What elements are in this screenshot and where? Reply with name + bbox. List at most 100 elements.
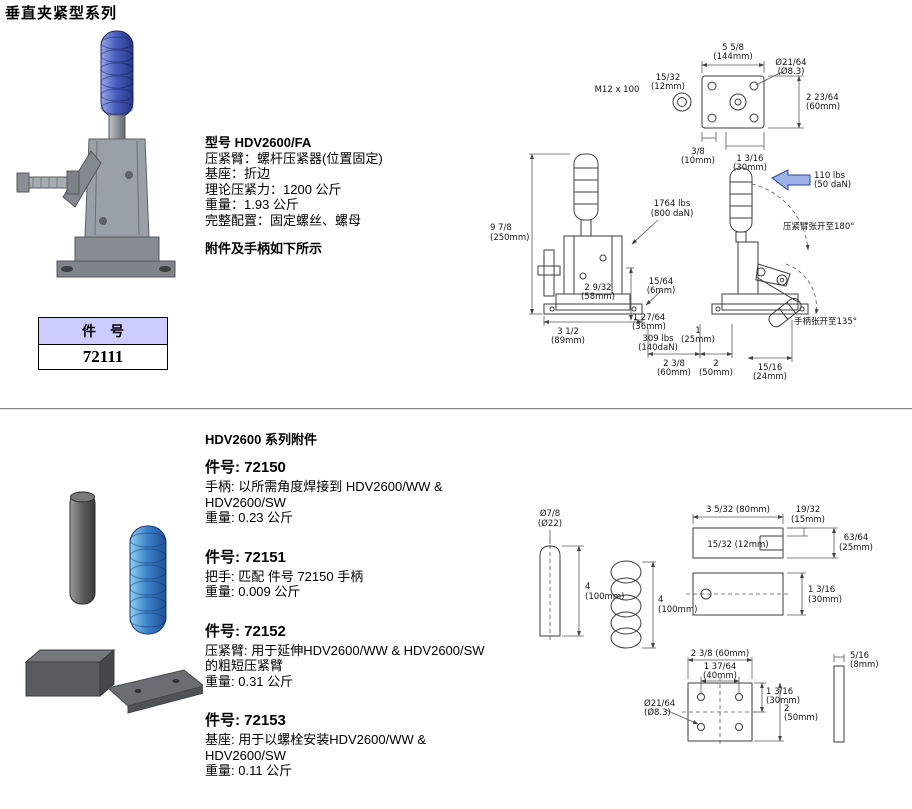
grip-sleeve xyxy=(129,525,167,635)
accessory-part-number: 件号: 72152 xyxy=(205,622,286,640)
page-title: 垂直夹紧型系列 xyxy=(5,5,118,22)
dim-label: Ø7/8 xyxy=(540,508,560,519)
dim-label: 1 37/64 xyxy=(704,662,737,672)
accessory-item: 件号: 72153 基座: 用于以螺栓安装HDV2600/WW & HDV260… xyxy=(205,711,493,779)
side-view-geometry xyxy=(647,167,819,362)
accessories-photo xyxy=(24,491,203,714)
dim-label: 1 3/16 xyxy=(766,687,793,697)
dim-label: (100mm) xyxy=(658,605,697,615)
dim-label: (Ø22) xyxy=(538,518,562,529)
dim-label: 5/16 xyxy=(850,651,869,661)
spec-line: 基座：折边 xyxy=(205,166,271,181)
dim-label: (250mm) xyxy=(490,233,529,243)
dim-label: 15/64 xyxy=(649,277,674,287)
top-view-geometry xyxy=(672,61,804,150)
dim-label: (15mm) xyxy=(791,515,825,525)
spec-line: 重量：1.93 公斤 xyxy=(205,197,299,212)
handle-drawing-labels: Ø7/8 (Ø22) 4 (100mm) 4 (100mm) xyxy=(538,508,697,615)
dim-label: (40mm) xyxy=(703,671,737,681)
accessory-item: 件号: 72151 把手: 匹配 件号 72150 手柄 重量: 0.009 公… xyxy=(205,548,493,600)
dim-label: 1764 lbs xyxy=(654,199,691,209)
dim-label: 手柄张开至135° xyxy=(794,316,857,327)
spec-line: 压紧臂：螺杆压紧器(位置固定) xyxy=(205,150,383,166)
accessory-description: 基座: 用于以螺栓安装HDV2600/WW & HDV2600/SW xyxy=(205,732,427,763)
dim-label: (50 daN) xyxy=(814,180,851,190)
technical-drawing-clamp: 5 5/8 (144mm) 15/32 (12mm) M12 x 100 Ø21… xyxy=(490,43,857,382)
arm-drawing-labels: 3 5/32 (80mm) 19/32 (15mm) 15/32 (12mm) … xyxy=(706,505,873,605)
top-view-labels: 5 5/8 (144mm) 15/32 (12mm) M12 x 100 Ø21… xyxy=(595,43,840,173)
dim-label: (30mm) xyxy=(808,595,842,605)
accessory-weight: 重量: 0.11 公斤 xyxy=(205,763,293,778)
dim-label: M12 x 100 xyxy=(595,85,640,95)
accessory-description: 压紧臂: 用于延伸HDV2600/WW & HDV2600/SW的粗短压紧臂 xyxy=(205,642,485,674)
dim-label: 压紧臂张开至180° xyxy=(783,221,854,232)
spec-line: 完整配置：固定螺丝、螺母 xyxy=(205,212,362,228)
dim-label: Ø21/64 xyxy=(644,698,675,709)
dim-label: 9 7/8 xyxy=(490,223,512,233)
dim-label: 2 3/8 xyxy=(663,359,685,369)
model-number: 型号 HDV2600/FA xyxy=(205,135,312,150)
dim-label: (89mm) xyxy=(551,336,585,346)
dim-label: 5 5/8 xyxy=(722,43,744,53)
dim-label: 1 27/64 xyxy=(633,313,666,323)
dim-label: 19/32 xyxy=(796,505,821,515)
accessory-weight: 重量: 0.31 公斤 xyxy=(205,673,294,689)
dim-label: 2 xyxy=(784,704,789,714)
section-divider xyxy=(0,408,912,410)
dim-label: 2 9/32 xyxy=(584,283,611,293)
accessory-item: 件号: 72152 压紧臂: 用于延伸HDV2600/WW & HDV2600/… xyxy=(205,622,493,690)
dim-label: (25mm) xyxy=(839,543,873,553)
dim-label: (6mm) xyxy=(647,286,676,296)
accessory-part-number: 件号: 72153 xyxy=(205,712,286,729)
arm-block xyxy=(24,648,116,698)
base-drawing-labels: 2 3/8 (60mm) 1 37/64 (40mm) 1 3/16 (30mm… xyxy=(644,649,879,723)
clamp-product-photo xyxy=(16,30,176,278)
dim-label: (10mm) xyxy=(681,156,715,166)
handle-drawing-geometry xyxy=(539,530,656,649)
accessory-part-number: 件号: 72151 xyxy=(205,548,286,566)
dim-label: 1 3/16 xyxy=(736,154,763,164)
accessory-part-number: 件号: 72150 xyxy=(205,459,286,476)
dim-label: (Ø8.3) xyxy=(644,707,671,718)
dim-label: 2 23/64 xyxy=(806,93,839,103)
dim-label: (100mm) xyxy=(585,592,624,602)
dim-label: 63/64 xyxy=(844,533,869,543)
part-number-header: 件 号 xyxy=(38,317,168,345)
accessory-weight: 重量: 0.23 公斤 xyxy=(205,510,294,525)
dim-label: (30mm) xyxy=(733,163,767,173)
dim-label: 4 xyxy=(585,582,590,592)
dim-label: 2 xyxy=(713,359,718,369)
front-view-labels: 9 7/8 (250mm) 1764 lbs (800 daN) 2 9/32 … xyxy=(490,199,693,346)
dim-label: 1 3/16 xyxy=(808,585,835,595)
dim-label: (36mm) xyxy=(632,322,666,332)
dim-label: 1 xyxy=(695,326,700,336)
dim-label: (60mm) xyxy=(806,102,840,112)
dim-label: (24mm) xyxy=(753,372,787,382)
dim-label: (140daN) xyxy=(638,343,678,353)
arm-drawing-geometry xyxy=(686,514,838,616)
dim-label: (800 daN) xyxy=(651,209,694,219)
dim-label: 4 xyxy=(658,595,663,605)
spec-line: 理论压紧力：1200 公斤 xyxy=(205,181,342,197)
force-direction-arrow xyxy=(771,169,811,191)
part-number-value: 72111 xyxy=(38,344,168,370)
dim-label: (50mm) xyxy=(699,368,733,378)
dim-label: (8mm) xyxy=(850,660,879,670)
product-specs: 型号 HDV2600/FA 压紧臂：螺杆压紧器(位置固定) 基座：折边 理论压紧… xyxy=(205,135,535,257)
dim-label: (144mm) xyxy=(713,52,752,62)
accessories-list: 件号: 72150 手柄: 以所需角度焊接到 HDV2600/WW & HDV2… xyxy=(205,458,493,801)
base-plate xyxy=(106,669,203,714)
accessory-item: 件号: 72150 手柄: 以所需角度焊接到 HDV2600/WW & HDV2… xyxy=(205,458,493,526)
side-view-labels: 110 lbs (50 daN) 压紧臂张开至180° 手柄张开至135° 1 … xyxy=(632,171,857,382)
dim-label: (60mm) xyxy=(657,368,691,378)
clamp-handle-grip xyxy=(100,30,134,118)
dim-label: (25mm) xyxy=(681,335,715,345)
dim-label: Ø21/64 xyxy=(775,57,806,68)
front-view-geometry xyxy=(529,153,663,326)
dim-label: 3/8 xyxy=(691,147,705,157)
dim-label: 3 5/32 (80mm) xyxy=(706,505,770,515)
base-drawing-geometry xyxy=(665,654,845,747)
dim-label: (50mm) xyxy=(784,713,818,723)
clamp-base xyxy=(56,236,176,278)
